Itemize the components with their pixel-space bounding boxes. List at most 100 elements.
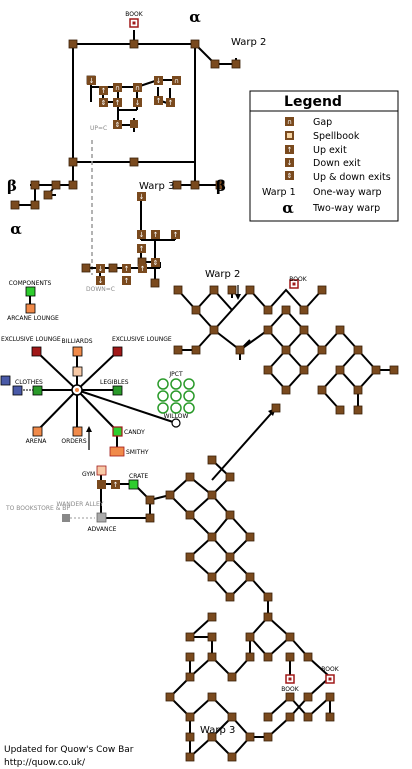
room-node (299, 365, 309, 375)
smithy-label: SMITHY (126, 449, 149, 456)
svg-text:↑: ↑ (115, 99, 121, 107)
room-node (285, 632, 295, 642)
alpha-marker-left: α (10, 220, 22, 238)
jpct-grid: JPCT WILLOW (157, 371, 195, 428)
room-node (263, 652, 273, 662)
room-node (353, 405, 363, 415)
svg-text:⇕: ⇕ (101, 99, 107, 107)
bookstore-label: TO BOOKSTORE & BP (5, 505, 70, 512)
warp2-label-right: Warp 2 (205, 269, 240, 280)
room-node (335, 365, 345, 375)
crate-label: CRATE (129, 473, 148, 480)
gym-area: ↑ GYM CRATE TO BOOKSTORE & BP WANDER ALL… (5, 465, 171, 533)
room-node (285, 692, 295, 702)
room-node (185, 652, 195, 662)
room-node (245, 572, 255, 582)
svg-text:⇕: ⇕ (115, 121, 121, 129)
clothes-link (32, 385, 43, 396)
room-node (185, 712, 195, 722)
south-network: BOOK BOOK Warp 3 (165, 455, 340, 762)
legibles-label: LEGIBLES (100, 379, 129, 386)
jpct-node (170, 402, 182, 414)
room-node (227, 672, 237, 682)
legend-up-exit: Up exit (313, 145, 347, 156)
willow-label: WILLOW (164, 413, 189, 420)
svg-text:↑: ↑ (101, 87, 107, 95)
room-node (281, 305, 291, 315)
smithy-shop (109, 446, 125, 457)
jpct-label: JPCT (168, 371, 183, 378)
room-node (371, 365, 381, 375)
room-node (317, 345, 327, 355)
room-node (207, 612, 217, 622)
room-node (263, 365, 273, 375)
room-node (185, 510, 195, 520)
book-label-top: BOOK (125, 11, 143, 18)
svg-text:↓: ↓ (135, 99, 141, 107)
bookstore-link (62, 514, 70, 522)
room-node (263, 712, 273, 722)
beta-marker-right: β (216, 177, 226, 195)
svg-text:↓: ↓ (98, 265, 104, 273)
room-node (317, 285, 327, 295)
svg-text:↓: ↓ (287, 159, 293, 167)
legend-spellbook: Spellbook (313, 131, 360, 142)
warp3-label-south: Warp 3 (200, 725, 235, 736)
room-node (353, 345, 363, 355)
gym (96, 465, 107, 476)
arena (32, 426, 43, 437)
up-down-exit-icon (285, 171, 294, 180)
jpct-node (170, 378, 182, 390)
up-c-label: UP=C (90, 125, 107, 132)
book-label-south-b: BOOK (321, 666, 339, 673)
gym-label: GYM (82, 471, 95, 478)
room-node (299, 305, 309, 315)
wander-alley-label: WANDER ALLEY (57, 501, 104, 508)
room-node (185, 552, 195, 562)
svg-text:↑: ↑ (124, 265, 130, 273)
room-node (303, 712, 313, 722)
jpct-node (170, 390, 182, 402)
footer-line1: Updated for Quow's Cow Bar (4, 745, 134, 755)
billiards-up (72, 366, 83, 377)
svg-text:∩: ∩ (287, 118, 292, 126)
arcane-lounge-label: ARCANE LOUNGE (7, 315, 59, 322)
room-node (263, 612, 273, 622)
book-label-right: BOOK (289, 276, 307, 283)
candy-shop (112, 426, 123, 437)
room-node (227, 712, 237, 722)
down-c-label: DOWN=C (86, 286, 115, 293)
plaza: COMPONENTS ARCANE LOUNGE EXCLUSIVE LOUNG… (0, 280, 177, 457)
room-node (207, 455, 217, 465)
footer-line2: http://quow.co.uk/ (4, 758, 86, 768)
room-node (245, 285, 255, 295)
room-node (317, 385, 327, 395)
room-node (299, 325, 309, 335)
legend-up-down: Up & down exits (313, 172, 391, 183)
legend-alpha-symbol: α (282, 199, 294, 217)
svg-text:↑: ↑ (156, 97, 162, 105)
room-node (185, 672, 195, 682)
svg-text:↓: ↓ (89, 77, 95, 85)
room-node (207, 732, 217, 742)
exclusive-lounge-left (31, 346, 42, 357)
svg-text:↑: ↑ (113, 481, 119, 489)
legend: Legend ∩ Gap Spellbook ↑ Up exit ↓ Down … (249, 90, 399, 222)
billiards-label: BILLIARDS (61, 338, 92, 345)
legibles-shop (112, 385, 123, 396)
arcane-lounge-shop (25, 303, 36, 314)
room-node (165, 490, 175, 500)
billiards-shop (72, 346, 83, 357)
legend-title: Legend (284, 94, 342, 110)
room-node (281, 345, 291, 355)
candy-label: CANDY (124, 429, 145, 436)
svg-text:↑: ↑ (124, 277, 130, 285)
room-node (245, 632, 255, 642)
room-node (263, 592, 273, 602)
jpct-node (183, 378, 195, 390)
room-node (225, 510, 235, 520)
room-node (263, 305, 273, 315)
jpct-node (183, 390, 195, 402)
book-label-south-a: BOOK (281, 686, 299, 693)
room-node (185, 752, 195, 762)
